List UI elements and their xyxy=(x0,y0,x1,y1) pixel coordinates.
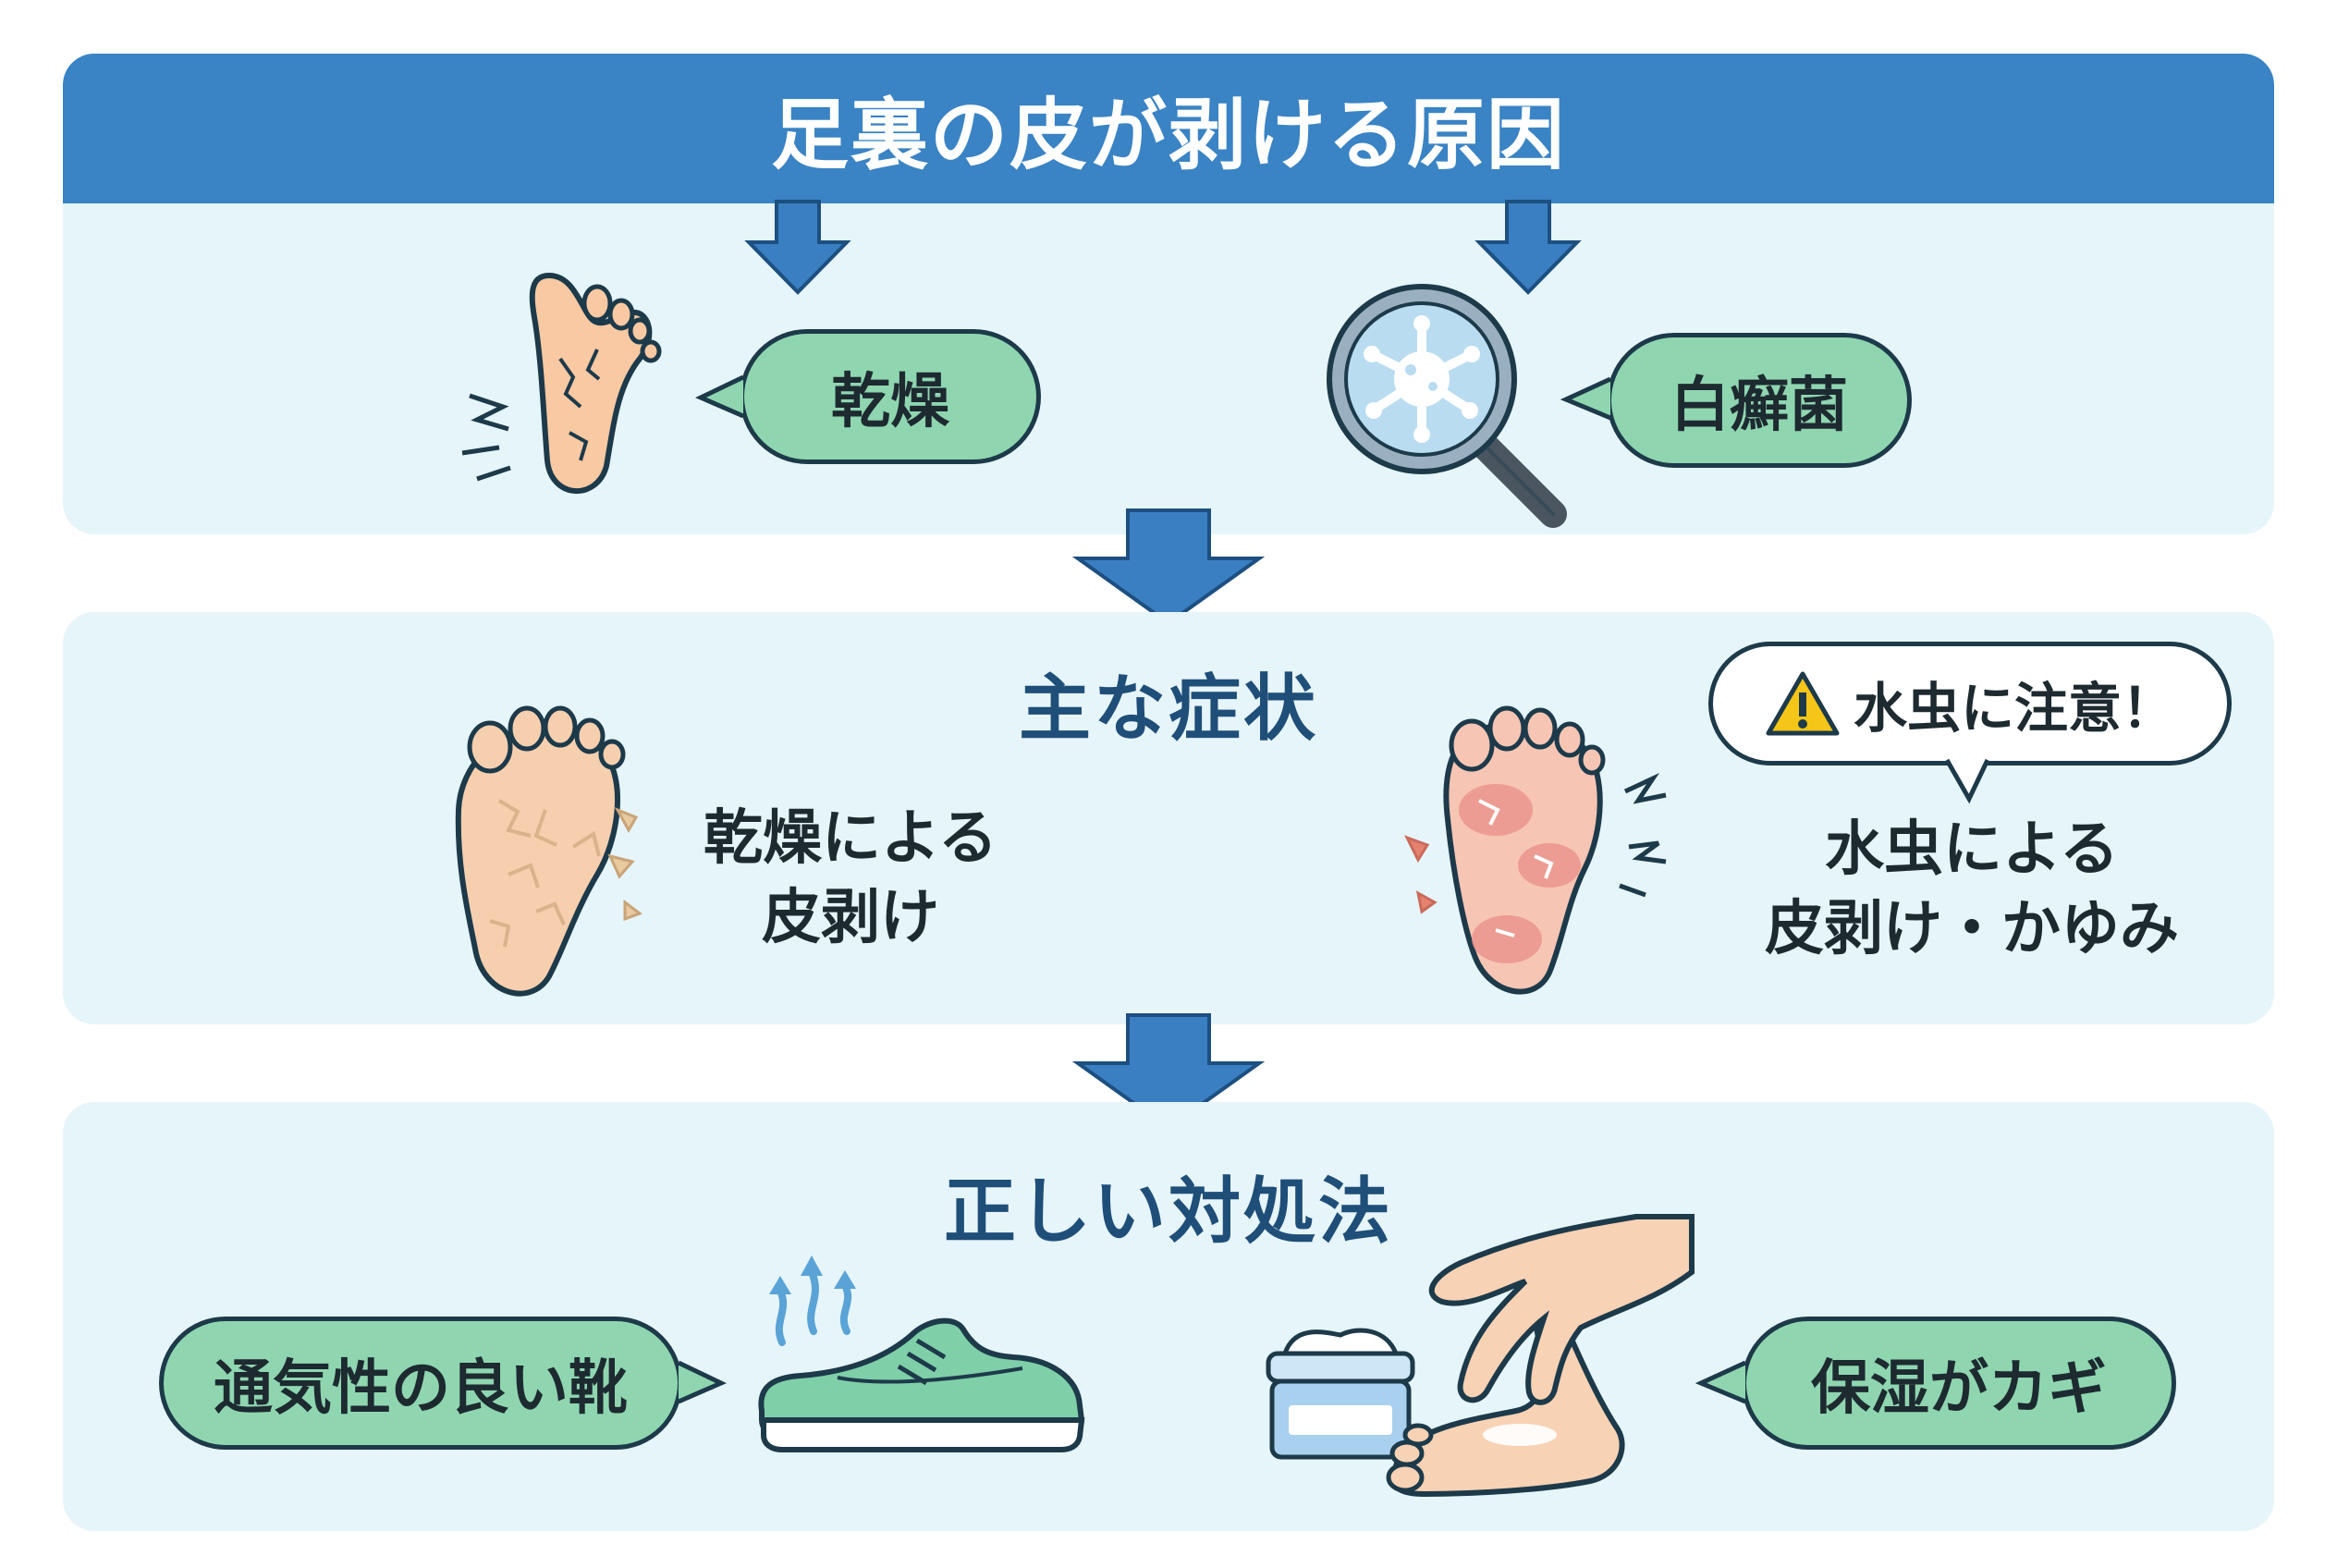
remedy-shoes-pill: 通気性の良い靴 xyxy=(159,1317,682,1450)
arrow-down-icon xyxy=(1071,508,1266,626)
athletes-foot-label: 水虫による 皮剥け・かゆみ xyxy=(1734,810,2209,969)
warning-text: 水虫に注意！ xyxy=(1853,677,2175,740)
sneaker-icon xyxy=(758,1256,1085,1452)
arrow-down-icon xyxy=(744,200,851,295)
arrow-down-icon xyxy=(1474,200,1582,295)
magnifier-fungus-icon xyxy=(1327,284,1567,528)
dry-peeling-label: 乾燥による 皮剥け xyxy=(684,799,1017,958)
dry-peeling-line1: 乾燥による xyxy=(703,804,998,873)
speech-tail xyxy=(1560,376,1612,421)
remedies-heading: 正しい対処法 xyxy=(943,1170,1393,1254)
peeling-foot-icon xyxy=(455,705,643,997)
cause-dryness-label: 乾燥 xyxy=(831,368,949,436)
arrow-down-icon xyxy=(1071,1013,1266,1131)
causes-panel: 足裏の皮が剥ける原因 xyxy=(63,54,2274,534)
warning-icon xyxy=(1766,671,1840,736)
athletes-foot-line1: 水虫による xyxy=(1824,815,2120,884)
cause-fungus-label: 白癬菌 xyxy=(1670,372,1848,440)
page-title: 足裏の皮が剥ける原因 xyxy=(63,54,2274,203)
remedy-shoes-label: 通気性の良い靴 xyxy=(214,1354,628,1423)
warning-bubble: 水虫に注意！ xyxy=(1708,642,2232,766)
athletes-foot-icon xyxy=(1403,705,1667,995)
speech-tail xyxy=(694,374,745,419)
hand-applying-cream-icon xyxy=(1386,1214,1695,1498)
cause-dryness-pill: 乾燥 xyxy=(740,329,1041,464)
speech-tail xyxy=(1944,758,1990,804)
remedy-moisture-label: 保湿がカギ xyxy=(1811,1354,2107,1423)
speech-tail xyxy=(1695,1360,1747,1404)
speech-tail xyxy=(677,1360,728,1404)
cause-fungus-pill: 白癬菌 xyxy=(1607,333,1912,468)
remedy-moisture-pill: 保湿がカギ xyxy=(1742,1317,2176,1450)
cream-jar-icon xyxy=(1266,1328,1415,1460)
athletes-foot-line2: 皮剥け・かゆみ xyxy=(1765,895,2179,963)
symptoms-heading: 主な症状 xyxy=(1018,668,1318,751)
dry-peeling-line2: 皮剥け xyxy=(762,884,939,952)
dry-foot-icon xyxy=(461,272,662,494)
